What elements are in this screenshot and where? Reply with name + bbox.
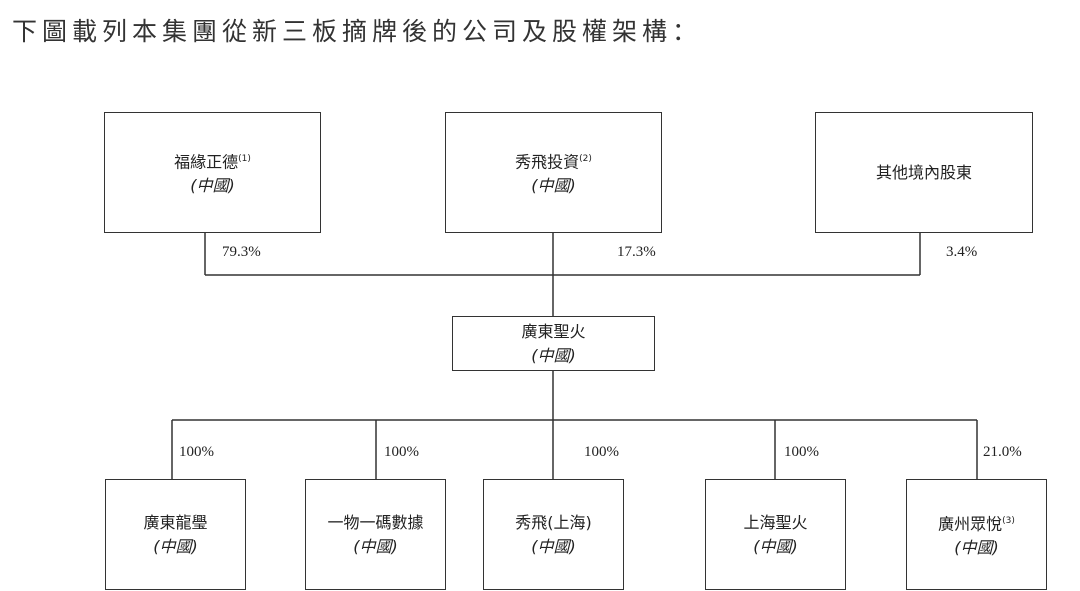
company-country: (中國) bbox=[531, 345, 576, 365]
ownership-pct: 79.3% bbox=[222, 244, 261, 260]
shareholder-box: 福緣正德(1) (中國) bbox=[104, 112, 321, 233]
shareholder-country: (中國) bbox=[190, 176, 235, 196]
subsidiary-box: 秀飛(上海) (中國) bbox=[483, 479, 624, 590]
footnote-mark: (1) bbox=[238, 153, 251, 164]
subsidiary-country: (中國) bbox=[153, 536, 198, 556]
subsidiary-name: 上海聖火 bbox=[743, 512, 808, 532]
ownership-pct: 3.4% bbox=[946, 244, 978, 260]
ownership-pct: 100% bbox=[384, 444, 419, 460]
subsidiary-box: 上海聖火 (中國) bbox=[705, 479, 846, 590]
subsidiary-name: 廣州眾悅 bbox=[938, 514, 1003, 534]
subsidiary-country: (中國) bbox=[753, 536, 798, 556]
shareholder-box: 其他境內股東 bbox=[815, 112, 1033, 233]
shareholder-box: 秀飛投資(2) (中國) bbox=[445, 112, 662, 233]
footnote-mark: (3) bbox=[1002, 515, 1015, 526]
ownership-pct: 100% bbox=[584, 444, 619, 460]
ownership-pct: 100% bbox=[179, 444, 214, 460]
shareholder-name: 其他境內股東 bbox=[875, 162, 972, 182]
subsidiary-box: 廣州眾悅(3) (中國) bbox=[906, 479, 1047, 590]
ownership-pct: 100% bbox=[784, 444, 819, 460]
subsidiary-name: 一物一碼數據 bbox=[327, 512, 424, 532]
subsidiary-country: (中國) bbox=[531, 536, 576, 556]
ownership-pct: 21.0% bbox=[983, 444, 1022, 460]
subsidiary-name: 廣東龍璺 bbox=[143, 512, 208, 532]
subsidiary-country: (中國) bbox=[954, 538, 999, 558]
page-title: 下圖載列本集團從新三板摘牌後的公司及股權架構： bbox=[12, 17, 703, 46]
company-name: 廣東聖火 bbox=[521, 321, 586, 341]
subsidiary-box: 廣東龍璺 (中國) bbox=[105, 479, 246, 590]
shareholder-name: 福緣正德 bbox=[174, 152, 239, 172]
ownership-pct: 17.3% bbox=[617, 244, 656, 260]
company-box: 廣東聖火 (中國) bbox=[452, 316, 655, 371]
subsidiary-box: 一物一碼數據 (中國) bbox=[305, 479, 446, 590]
subsidiary-country: (中國) bbox=[353, 536, 398, 556]
subsidiary-name: 秀飛(上海) bbox=[515, 512, 592, 532]
shareholder-country: (中國) bbox=[531, 176, 576, 196]
shareholder-name: 秀飛投資 bbox=[515, 152, 580, 172]
footnote-mark: (2) bbox=[579, 153, 592, 164]
